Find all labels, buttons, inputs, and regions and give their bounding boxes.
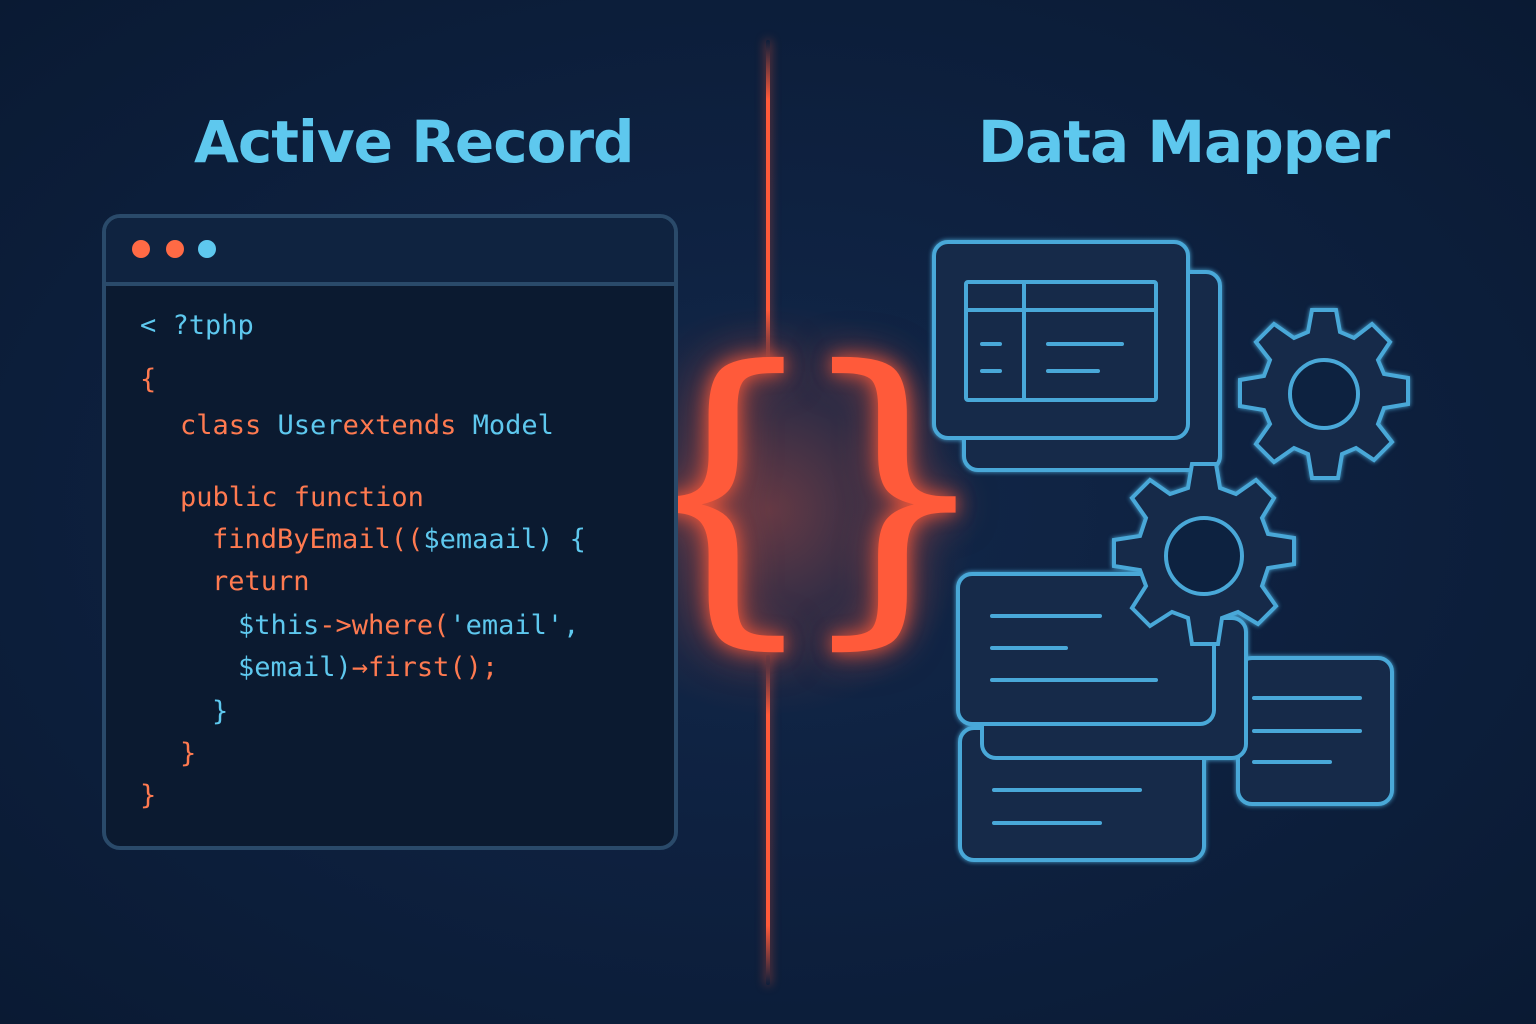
code-line: public function xyxy=(180,482,424,513)
code-token: User xyxy=(277,410,343,441)
code-token: $this xyxy=(238,610,320,641)
data-mapper-illustration xyxy=(932,240,1410,862)
code-line: $this->where('email', xyxy=(238,610,579,641)
code-line: class Userextends Model xyxy=(180,410,554,441)
window-dot-icon xyxy=(166,240,184,258)
gear-icon xyxy=(1112,462,1296,646)
editor-titlebar xyxy=(106,218,674,286)
window-dot-icon xyxy=(132,240,150,258)
code-token: ->where( xyxy=(319,610,450,641)
code-line: { xyxy=(140,364,156,395)
code-line: return xyxy=(212,566,310,597)
window-dot-icon xyxy=(198,240,216,258)
code-token: return xyxy=(212,566,310,597)
code-token: class xyxy=(180,410,278,441)
code-line: < ?tphp xyxy=(140,310,254,341)
code-editor-window: < ?tphp { class Userextends Model public fu… xyxy=(102,214,678,850)
divider-line-bottom xyxy=(766,655,770,985)
table-card-icon xyxy=(932,240,1190,440)
code-line: } xyxy=(180,738,196,769)
code-token: < ?tphp xyxy=(140,310,254,341)
code-token: public function xyxy=(180,482,424,513)
code-token: 'email', xyxy=(449,610,580,641)
code-line: } xyxy=(212,696,228,727)
code-token: Model xyxy=(472,410,554,441)
gear-icon xyxy=(1238,308,1410,480)
table-grid xyxy=(964,280,1158,402)
code-token: →first(); xyxy=(351,652,499,683)
code-token: findByEmail(( xyxy=(212,524,424,555)
data-mapper-title: Data Mapper xyxy=(978,108,1390,176)
code-token: { xyxy=(140,364,157,395)
code-token: extends xyxy=(342,410,473,441)
code-token: } xyxy=(212,696,229,727)
code-token: $emaail) { xyxy=(423,524,586,555)
active-record-title: Active Record xyxy=(194,108,635,176)
code-token: } xyxy=(140,780,157,811)
code-line: findByEmail(($emaail) { xyxy=(212,524,586,555)
code-line: } xyxy=(140,780,156,811)
code-token: $email) xyxy=(238,652,352,683)
code-token: } xyxy=(180,738,197,769)
code-line: $email)→first(); xyxy=(238,652,498,683)
divider-line-top xyxy=(766,40,770,370)
